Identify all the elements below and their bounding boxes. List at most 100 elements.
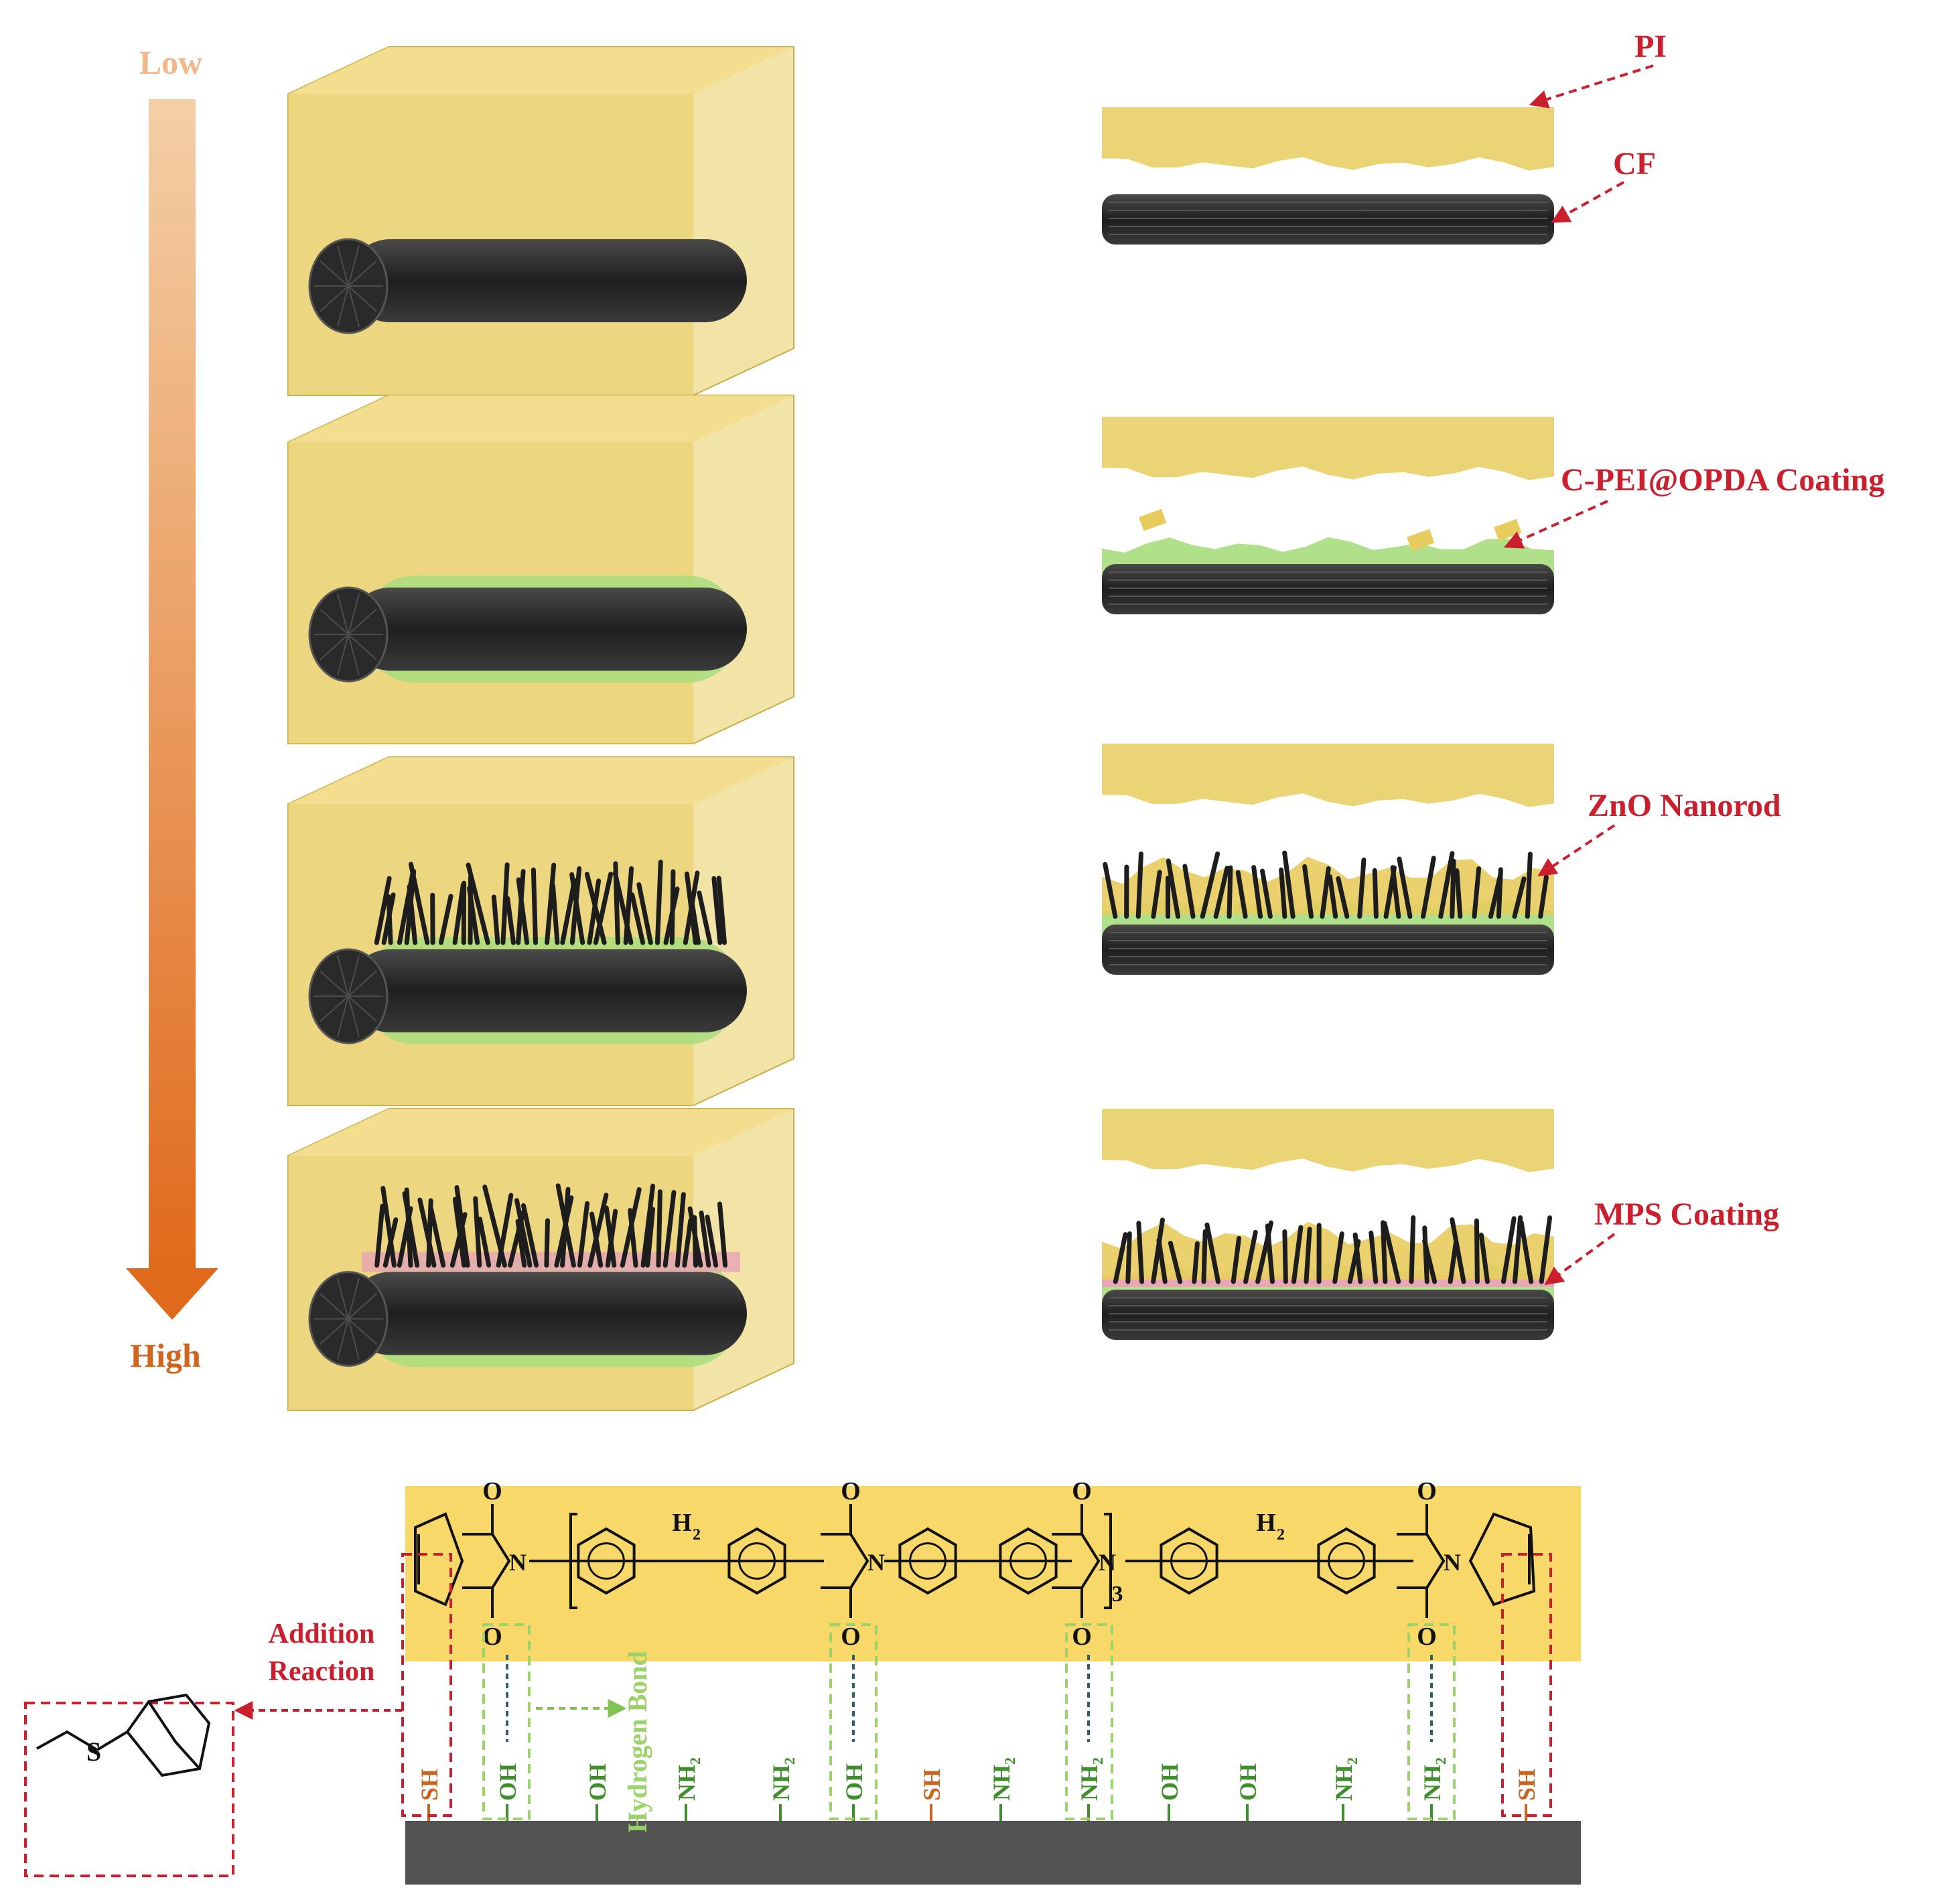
- composite-block-1: [287, 46, 794, 396]
- zno-nanorod: [531, 867, 538, 945]
- zno-nanorod: [1304, 1227, 1312, 1284]
- zno-nanorod: [1168, 1241, 1183, 1284]
- fiber-filament: [320, 1318, 349, 1345]
- zno-nanorod: [699, 1210, 711, 1268]
- zno-nanorod: [1279, 867, 1287, 919]
- carbon-fiber: [348, 239, 747, 322]
- zno-nanorod: [1525, 852, 1533, 919]
- zno-nanorod: [1422, 1238, 1438, 1284]
- surface-group-subscript: 2: [1089, 1757, 1106, 1765]
- zno-nanorod: [1352, 1232, 1363, 1284]
- zno-nanorod: [386, 894, 393, 945]
- pi-matrix-slab: [1102, 417, 1554, 480]
- zno-nanorod: [569, 872, 585, 945]
- zno-nanorod: [1302, 864, 1314, 919]
- zno-nanorod: [1204, 1222, 1220, 1284]
- resin-block-top-face: [288, 47, 794, 94]
- fiber-filament: [348, 996, 377, 1022]
- zno-nanorod: [636, 882, 653, 945]
- aromatic-circle: [587, 1542, 625, 1580]
- fiber-filament: [336, 955, 349, 997]
- zno-nanorod: [402, 1191, 420, 1268]
- gradient-low-label: Low: [139, 44, 202, 81]
- carbon-fiber: [348, 949, 747, 1032]
- resin-fragment: [1407, 529, 1435, 551]
- zno-nanorod: [1182, 864, 1196, 919]
- hbond-box-3: [1065, 1623, 1113, 1820]
- cross-section-4: [1102, 1109, 1554, 1340]
- aromatic-circle: [1009, 1542, 1047, 1580]
- addition-reaction-line1: Addition: [269, 1619, 375, 1649]
- hbond-box-1: [482, 1623, 531, 1820]
- pi-callout-arrow: [1529, 64, 1654, 109]
- carbonyl-oxygen: O: [841, 1623, 861, 1651]
- benzene-ring: [999, 1527, 1058, 1595]
- zno-nanorod: [1472, 866, 1482, 919]
- zno-nanorod: [491, 894, 500, 945]
- zno-nanorod: [675, 1192, 686, 1268]
- carbonyl-oxygen: O: [482, 1477, 502, 1505]
- cf-label: CF: [1613, 146, 1656, 182]
- fiber-filament: [320, 1293, 349, 1320]
- zno-nanorod: [545, 862, 557, 945]
- surface-group-subscript: 2: [687, 1757, 703, 1765]
- zno-nanorod: [1369, 1230, 1379, 1284]
- surface-group-nh: NH2: [988, 1757, 1018, 1801]
- zno-nanorod: [520, 1203, 539, 1268]
- hbond-box-4: [1407, 1623, 1456, 1820]
- addition-reaction-line2: Reaction: [269, 1656, 375, 1687]
- zno-nanorod: [374, 876, 392, 945]
- methylene-sub: 2: [1277, 1526, 1285, 1544]
- zno-nanorod: [429, 1207, 446, 1268]
- zno-nanorod: [1512, 876, 1527, 919]
- fiber-filament: [348, 996, 360, 1038]
- surface-group-oh: OH: [584, 1763, 611, 1801]
- zno-nanorod: [1136, 1221, 1145, 1284]
- zno-nanorod: [1409, 1215, 1416, 1284]
- addition-product-box: S: [24, 1693, 234, 1877]
- zno-nanorod: [1243, 1229, 1258, 1284]
- right-norbornene-box: [1501, 1553, 1552, 1817]
- carbonyl-oxygen: O: [841, 1477, 861, 1505]
- zno-nanorod: [662, 1190, 677, 1268]
- fiber-filament: [348, 634, 360, 676]
- benzene-ring: [727, 1527, 786, 1595]
- zno-nanorod: [374, 1203, 385, 1268]
- zno-nanorod: [473, 1196, 482, 1268]
- zno-nanorod: [1201, 1229, 1208, 1284]
- zno-nanorod: [407, 884, 418, 945]
- surface-group-sh: SH: [1513, 1769, 1540, 1801]
- zno-nanorod: [697, 890, 713, 945]
- methylene-sub: 2: [693, 1526, 701, 1544]
- zno-nanorod: [689, 895, 701, 945]
- benzene-ring: [1317, 1527, 1376, 1595]
- fiber-filament: [320, 634, 349, 661]
- thioether-sulfur: S: [86, 1737, 101, 1767]
- zno-nanorod: [1151, 1217, 1165, 1284]
- cpei-callout-arrow: [1503, 500, 1608, 549]
- imide-ring: [462, 1533, 511, 1589]
- fiber-filament: [348, 955, 360, 997]
- fiber-filament: [320, 285, 349, 312]
- fiber-filament: [336, 245, 349, 287]
- fiber-filament: [336, 996, 349, 1038]
- zno-nanorod: [630, 892, 646, 945]
- fiber-filament: [348, 285, 360, 328]
- zno-nanorod: [1438, 851, 1455, 919]
- composite-block-3: [287, 756, 794, 1106]
- carbon-fiber-section: [1102, 1290, 1554, 1340]
- zno-nanorod: [640, 1183, 656, 1268]
- zno-nanorod: [380, 1186, 397, 1268]
- zno-nanorod: [454, 1184, 470, 1268]
- zno-nanorod: [1113, 1232, 1128, 1284]
- zno-nanorod: [593, 872, 614, 945]
- surface-group-oh: OH: [1235, 1763, 1261, 1801]
- fiber-filament: [348, 1278, 360, 1319]
- zno-nanorod: [1235, 870, 1248, 919]
- zno-nanorod: [612, 870, 634, 945]
- zno-nanorod: [705, 1214, 719, 1268]
- surface-group-nh: NH2: [1076, 1757, 1106, 1801]
- resin-block-top-face: [288, 395, 794, 442]
